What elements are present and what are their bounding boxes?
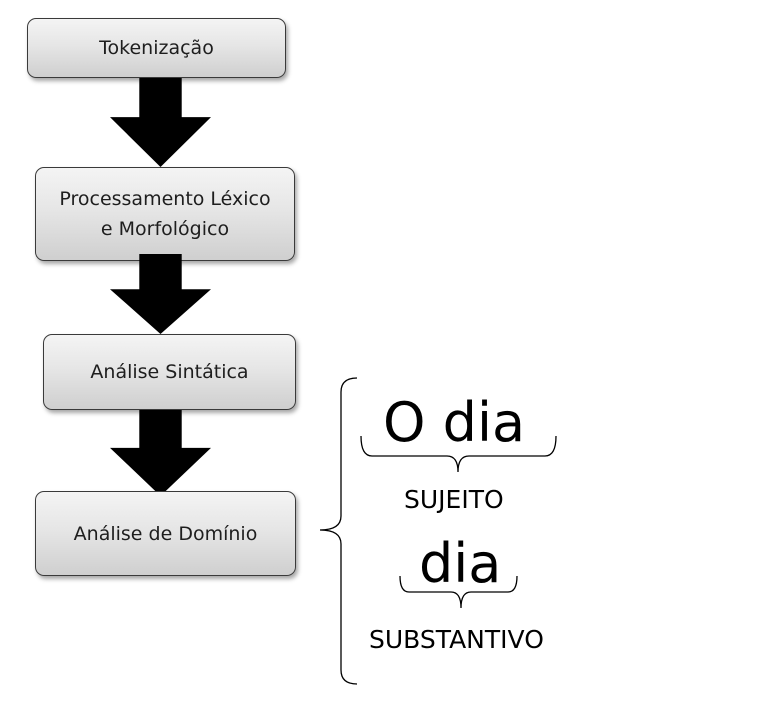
step-lexical-morphological: Processamento Léxico e Morfológico <box>35 167 295 261</box>
horizontal-brace-icon <box>399 575 518 609</box>
step-syntactic-analysis: Análise Sintática <box>43 334 296 410</box>
step-label: Análise de Domínio <box>73 522 258 545</box>
vertical-brace-icon <box>319 377 358 685</box>
word-class-label: SUBSTANTIVO <box>369 625 544 654</box>
example-phrase: O dia <box>383 391 526 454</box>
step-domain-analysis: Análise de Domínio <box>35 491 296 576</box>
horizontal-brace-icon <box>360 435 557 473</box>
step-label: Tokenização <box>99 37 214 59</box>
step-label: Análise Sintática <box>90 361 249 383</box>
step-label: Processamento Léxico e Morfológico <box>59 188 271 240</box>
step-tokenization: Tokenização <box>27 18 286 78</box>
example-word: dia <box>419 532 502 595</box>
phrase-role-label: SUJEITO <box>404 485 504 514</box>
